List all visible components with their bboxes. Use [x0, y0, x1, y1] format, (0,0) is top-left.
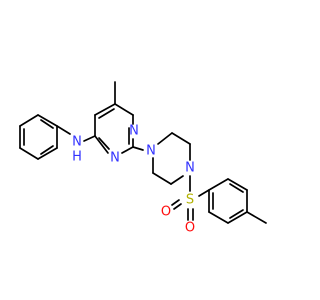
pyrimidine-nitrogen-label: N — [110, 151, 120, 166]
pyrimidine-bond — [94, 103, 116, 116]
tolyl-double-bond — [229, 183, 244, 193]
pyrimidine-double-bond — [98, 108, 115, 119]
tolyl-bond — [208, 211, 229, 224]
oxygen-label: O — [185, 221, 195, 236]
piperazine-bond — [152, 172, 172, 185]
pyrimidine-to-piperazine-bond — [132, 146, 144, 151]
piperazine-bond — [170, 175, 184, 185]
phenyl-bond — [37, 114, 58, 127]
piperazine-nitrogen-label: N — [185, 161, 195, 176]
sulfur-label: S — [186, 193, 194, 208]
sulfonyl-to-tolyl-bond — [198, 189, 210, 197]
amine-nitrogen-label: N — [72, 135, 82, 150]
atom-labels: N H N N N N S O O — [72, 124, 195, 236]
tolyl-bond — [227, 211, 248, 224]
sulfonyl-double-bond-left — [173, 203, 182, 210]
amine-hydrogen-label: H — [72, 150, 82, 165]
phenyl-double-bond — [40, 145, 54, 155]
molecule-structure-diagram: N H N N N N S O O — [19, 81, 267, 236]
phenyl-bond — [19, 147, 39, 160]
pyrimidine-bond — [114, 103, 134, 116]
piperazine-bond — [157, 132, 173, 145]
pyrimidine-nitrogen-label: N — [129, 124, 139, 139]
pyrimidine-double-bond — [98, 137, 110, 150]
tolyl-double-bond — [229, 209, 244, 219]
piperazine-nitrogen-label: N — [146, 144, 156, 159]
tolyl-bond — [227, 178, 248, 191]
tolyl-bond — [208, 178, 229, 191]
bonds — [19, 81, 267, 224]
amine-to-pyrimidine-bond — [83, 135, 96, 142]
sulfonyl-double-bond-left — [171, 199, 180, 206]
phenyl-bond — [19, 114, 39, 127]
piperazine-bond — [171, 132, 191, 145]
pyrimidine-bond — [94, 135, 109, 154]
oxygen-label: O — [161, 205, 171, 220]
phenyl-double-bond — [40, 119, 54, 129]
phenyl-to-amine-bond — [56, 125, 71, 135]
pyrimidine-bond — [121, 146, 134, 154]
tolyl-methyl-bond — [246, 211, 267, 224]
phenyl-bond — [37, 147, 58, 160]
